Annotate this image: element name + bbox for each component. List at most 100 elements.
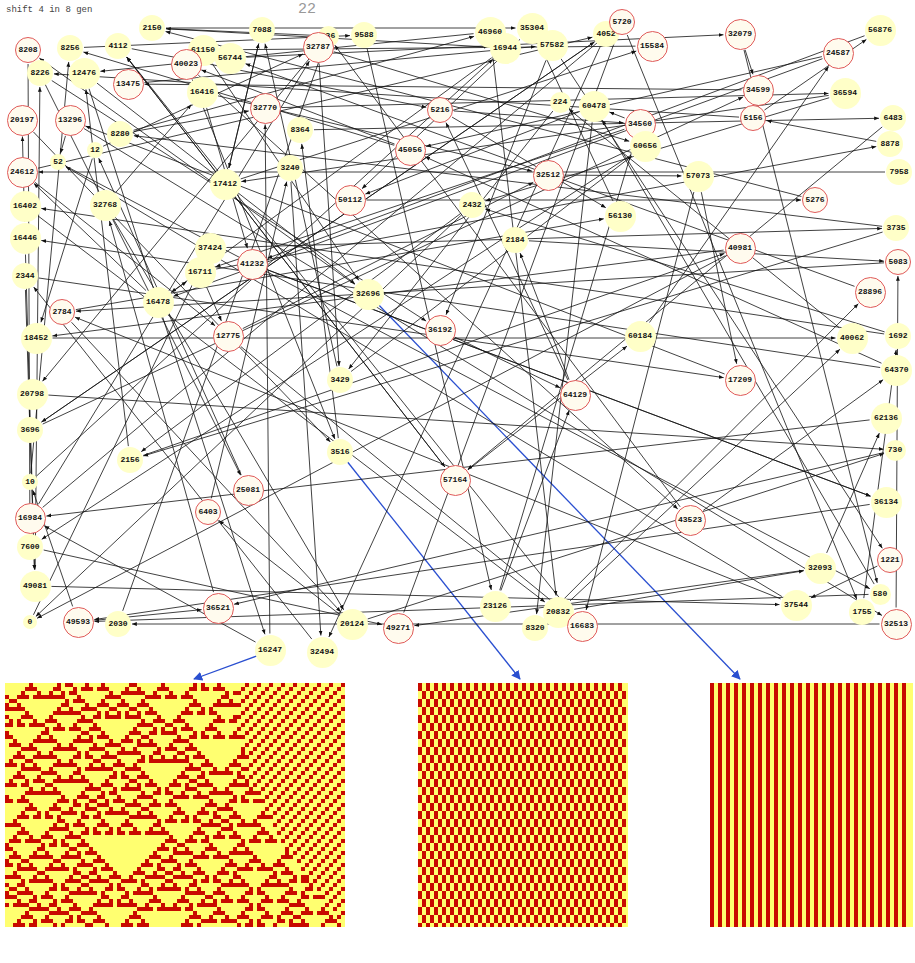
state-number: 32494	[310, 648, 334, 656]
cycle-state-node: 64129	[560, 380, 591, 411]
transition-arrow	[113, 219, 343, 610]
state-node: 2432	[459, 192, 485, 218]
transition-arrow	[97, 83, 355, 284]
state-number: 2432	[462, 201, 481, 209]
transition-arrow	[166, 29, 317, 36]
state-number: 43523	[678, 516, 702, 524]
state-number: 580	[873, 590, 887, 598]
cycle-state-node: 20197	[7, 105, 38, 136]
state-node: 37544	[781, 590, 812, 621]
state-number: 8320	[525, 624, 544, 632]
state-node: 730	[885, 440, 906, 461]
transition-arrow	[609, 112, 624, 118]
transition-arrow	[43, 97, 743, 424]
state-number: 15584	[640, 42, 664, 50]
transition-arrow	[649, 67, 828, 323]
state-number: 3696	[20, 426, 39, 434]
transition-arrow	[267, 270, 870, 496]
cycle-state-node: 50112	[335, 185, 366, 216]
state-number: 60478	[582, 102, 606, 110]
transition-arrow	[265, 44, 337, 367]
cycle-state-node: 49593	[63, 607, 94, 638]
state-number: 32513	[884, 620, 908, 628]
state-node: 36594	[830, 78, 861, 109]
transition-arrow	[44, 526, 255, 642]
cycle-state-node: 16683	[567, 611, 598, 642]
state-node: 16711	[185, 257, 216, 288]
state-number: 730	[888, 446, 902, 454]
state-number: 10	[25, 478, 35, 486]
state-node: 3240	[277, 155, 303, 181]
cycle-state-node: 34599	[743, 75, 774, 106]
cycle-state-node: 17209	[725, 365, 756, 396]
state-number: 57164	[443, 476, 467, 484]
state-node: 49081	[20, 571, 51, 602]
transition-arrow	[351, 156, 632, 371]
cycle-state-node: 57164	[440, 465, 471, 496]
state-node: 8878	[877, 131, 903, 157]
state-number: 32768	[93, 201, 117, 209]
state-node: 16944	[490, 33, 521, 64]
state-node: 32696	[353, 279, 384, 310]
transition-arrow	[192, 79, 335, 439]
cycle-state-node: 2784	[49, 299, 75, 325]
state-node: 3696	[17, 417, 43, 443]
transition-arrow	[529, 241, 884, 261]
state-node: 224	[550, 92, 571, 113]
state-number: 36521	[206, 604, 230, 612]
state-number: 25081	[236, 486, 260, 494]
transition-arrow	[367, 49, 491, 590]
state-number: 6483	[883, 114, 902, 122]
cycle-state-node: 40023	[171, 49, 202, 80]
transition-arrow	[545, 304, 858, 618]
transition-arrow	[34, 287, 312, 639]
state-number: 5156	[743, 114, 762, 122]
cycle-state-node: 41232	[237, 249, 268, 280]
state-number: 56744	[218, 54, 242, 62]
state-node: 8226	[27, 60, 53, 86]
state-number: 40023	[174, 60, 198, 68]
transition-arrow	[602, 120, 874, 584]
transition-arrow	[41, 240, 880, 367]
ca-pattern-checker	[418, 683, 628, 927]
transition-arrow	[127, 57, 445, 467]
transition-arrow	[446, 123, 568, 380]
state-node: 4112	[105, 33, 131, 59]
state-node: 52	[50, 154, 66, 170]
state-node: 6483	[880, 105, 906, 131]
state-number: 2156	[120, 456, 139, 464]
cycle-state-node: 5720	[609, 9, 635, 35]
transition-arrow	[37, 256, 725, 619]
state-number: 64129	[563, 391, 587, 399]
transition-arrow	[42, 42, 595, 422]
transition-arrow	[226, 228, 882, 247]
cycle-state-node: 32787	[303, 32, 334, 63]
state-number: 2030	[108, 620, 127, 628]
state-number: 49593	[66, 618, 90, 626]
state-number: 2150	[142, 24, 161, 32]
state-node: 10	[22, 474, 38, 490]
state-number: 35304	[520, 24, 544, 32]
state-number: 60184	[628, 332, 652, 340]
state-node: 1692	[885, 323, 911, 349]
cycle-state-node: 32079	[725, 19, 756, 50]
state-number: 23126	[483, 602, 507, 610]
state-node: 12476	[69, 58, 100, 89]
transition-arrow	[72, 322, 341, 612]
state-number: 32696	[356, 290, 380, 298]
transition-arrow	[33, 132, 330, 442]
state-number: 12	[90, 146, 100, 154]
cycle-state-node: 43523	[675, 505, 706, 536]
state-node: 16402	[10, 191, 41, 222]
state-number: 57582	[540, 41, 564, 49]
transition-arrow	[234, 453, 884, 605]
state-number: 0	[28, 618, 33, 626]
state-number: 8364	[290, 126, 309, 134]
state-node: 56876	[865, 15, 896, 46]
state-number: 60656	[633, 142, 657, 150]
state-number: 45056	[398, 146, 422, 154]
state-number: 16478	[146, 298, 170, 306]
state-number: 17412	[213, 180, 237, 188]
transition-arrow	[42, 42, 595, 422]
state-number: 40062	[840, 334, 864, 342]
